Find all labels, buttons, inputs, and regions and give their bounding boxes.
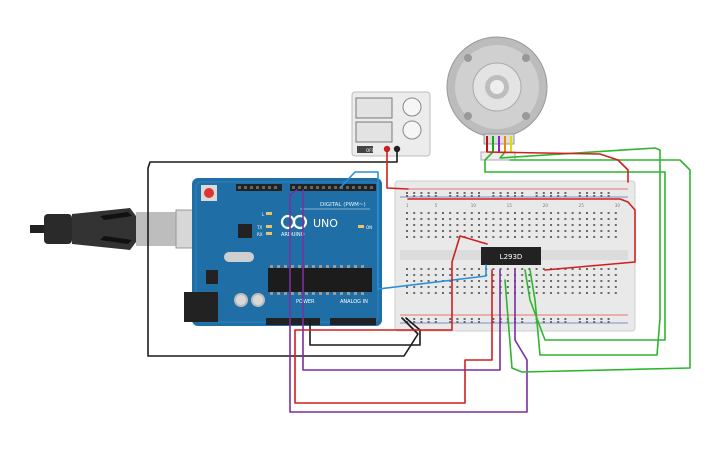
wire-red-motor[interactable]	[486, 151, 629, 183]
l293d-chip[interactable]: L293D	[481, 247, 541, 265]
wire-green-2[interactable]	[499, 147, 661, 356]
wire-purple-2[interactable]	[302, 189, 501, 371]
crystal	[224, 252, 254, 262]
led-on-label: ON	[366, 225, 372, 230]
atmega-chip	[268, 265, 372, 295]
usb-chip	[238, 224, 252, 238]
breadboard-column-label: 25	[579, 203, 585, 208]
current-display	[355, 121, 393, 143]
led-l-label: L	[262, 212, 265, 217]
digital-header[interactable]	[236, 184, 376, 191]
power-switch-label: OFF	[366, 148, 374, 153]
led-tx-label: TX	[256, 225, 262, 230]
breadboard-column-label: 5	[435, 203, 438, 208]
power-header[interactable]	[266, 318, 320, 325]
arduino-brand-text: ARDUINO	[281, 232, 305, 238]
chip-label: L293D	[500, 253, 523, 261]
wire-red-power[interactable]	[386, 150, 409, 190]
analog-header[interactable]	[330, 318, 376, 325]
wire-black-gnd[interactable]	[147, 150, 419, 357]
current-knob[interactable]	[402, 120, 422, 140]
breadboard-column-label: 15	[507, 203, 513, 208]
arduino-logo	[280, 214, 308, 230]
wire-green-3[interactable]	[504, 159, 691, 373]
breadboard-column-label: 10	[471, 203, 477, 208]
reset-button[interactable]	[201, 185, 217, 201]
breadboard-column-label: 20	[543, 203, 549, 208]
wire-green-1[interactable]	[484, 151, 666, 341]
wire-purple-1[interactable]	[289, 189, 528, 413]
stepper-motor[interactable]	[446, 36, 548, 161]
arduino-uno-board[interactable]: DIGITAL (PWM~) UNO ARDUINO L TX RX ON	[184, 178, 382, 326]
analog-header-label: ANALOG IN	[340, 299, 368, 305]
voltage-display	[355, 97, 393, 119]
wire-black-gnd-2[interactable]	[309, 317, 421, 346]
voltage-knob[interactable]	[402, 97, 422, 117]
breadboard-column-label: 1	[406, 203, 409, 208]
power-supply[interactable]: OFF	[351, 91, 431, 157]
wire-red-chip[interactable]	[294, 235, 493, 404]
positive-terminal	[383, 145, 391, 153]
power-switch[interactable]	[357, 146, 373, 153]
power-header-label: POWER	[296, 299, 315, 305]
breadboard-column-label: 30	[615, 203, 621, 208]
negative-terminal	[393, 145, 401, 153]
uno-logo-text: UNO	[313, 217, 338, 230]
usb-cable[interactable]	[30, 208, 213, 250]
led-rx-label: RX	[257, 232, 263, 237]
wire-red-rail[interactable]	[407, 198, 636, 271]
digital-header-label: DIGITAL (PWM~)	[320, 202, 366, 208]
wire-blue-signal[interactable]	[339, 171, 487, 290]
power-jack[interactable]	[184, 292, 218, 322]
